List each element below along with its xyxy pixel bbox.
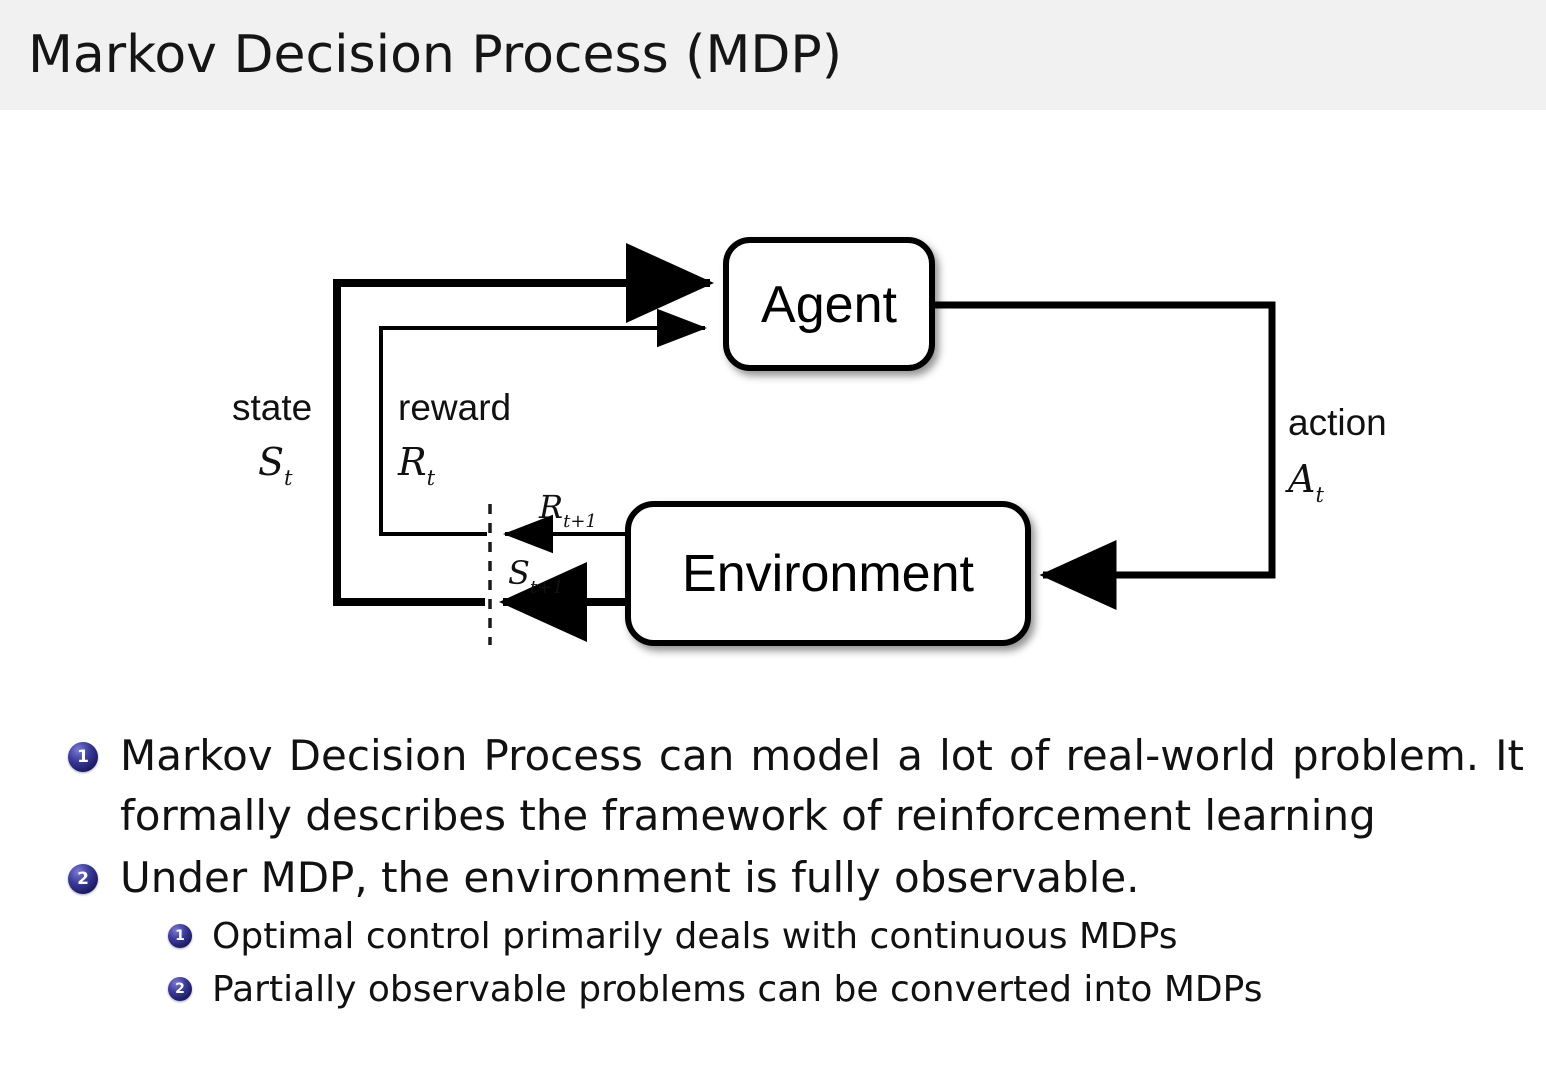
bullet-marker-2: 2 bbox=[68, 864, 98, 894]
environment-node: Environment bbox=[625, 501, 1031, 646]
edge-state-path bbox=[333, 243, 714, 606]
subbullet-marker-1: 1 bbox=[168, 924, 192, 948]
subbullet-text-2: Partially observable problems can be con… bbox=[212, 969, 1263, 1010]
bullet-text-1: Markov Decision Process can model a lot … bbox=[120, 731, 1524, 840]
list-item: 2 Partially observable problems can be c… bbox=[168, 963, 1546, 1016]
agent-node: Agent bbox=[723, 237, 935, 371]
bullet-marker-1: 1 bbox=[68, 742, 98, 772]
edge-reward-path bbox=[379, 308, 707, 536]
reward-symbol: Rt bbox=[397, 440, 436, 490]
subbullet-marker-2: 2 bbox=[168, 977, 192, 1001]
environment-node-label: Environment bbox=[682, 545, 974, 603]
agent-node-label: Agent bbox=[761, 276, 897, 334]
bullet-list: 1 Markov Decision Process can model a lo… bbox=[0, 726, 1546, 1080]
slide-header-bar: Markov Decision Process (MDP) bbox=[0, 0, 1546, 110]
action-symbol: At bbox=[1285, 457, 1324, 507]
list-item: 2 Under MDP, the environment is fully ob… bbox=[68, 848, 1546, 908]
reward-label: reward bbox=[398, 387, 511, 428]
bullet-text-2: Under MDP, the environment is fully obse… bbox=[120, 853, 1140, 902]
state-label: state bbox=[232, 387, 312, 428]
state-symbol: St bbox=[258, 440, 293, 490]
state-next-symbol: St+1 bbox=[508, 554, 564, 598]
reward-next-symbol: Rt+1 bbox=[538, 488, 597, 532]
subbullet-text-1: Optimal control primarily deals with con… bbox=[212, 916, 1178, 957]
page-title: Markov Decision Process (MDP) bbox=[28, 25, 843, 85]
mdp-loop-diagram: Agent Environment state St reward Rt act… bbox=[0, 110, 1546, 720]
action-label: action bbox=[1288, 402, 1387, 443]
list-item: 1 Markov Decision Process can model a lo… bbox=[68, 726, 1546, 846]
list-item: 1 Optimal control primarily deals with c… bbox=[168, 910, 1546, 963]
edge-action-path bbox=[932, 301, 1276, 610]
